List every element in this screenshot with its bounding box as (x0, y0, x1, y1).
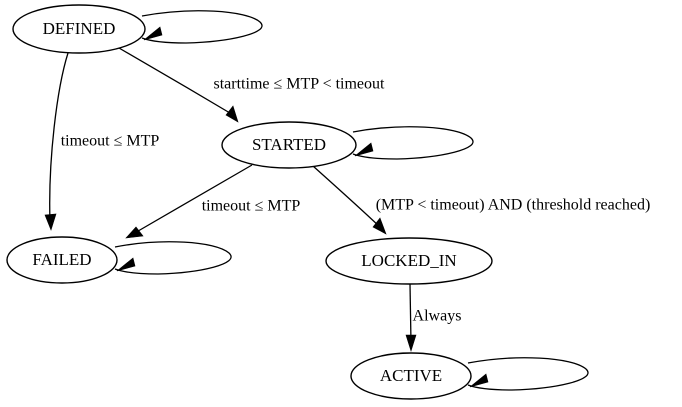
node-locked-in-label: LOCKED_IN (361, 251, 456, 270)
node-failed[interactable]: FAILED (6, 236, 118, 284)
node-active[interactable]: ACTIVE (350, 352, 472, 400)
node-started[interactable]: STARTED (221, 121, 357, 169)
edge-defined-to-failed (44, 52, 69, 231)
arrowhead-active-loop (469, 373, 489, 388)
edge-label-started-to-failed: timeout ≤ MTP (202, 198, 301, 215)
edge-started-to-failed (125, 164, 253, 239)
node-failed-shape[interactable] (6, 236, 118, 284)
self-loop-active (467, 357, 589, 391)
node-defined-shape[interactable] (12, 4, 146, 54)
self-loop-started (352, 126, 474, 160)
node-locked-in-shape[interactable] (325, 237, 493, 285)
arrowhead-started-to-failed (125, 226, 144, 239)
edge-locked-in-to-active (405, 283, 417, 353)
arrowhead-defined-loop (143, 26, 163, 41)
node-defined-label: DEFINED (43, 19, 116, 38)
self-loop-failed (114, 241, 232, 275)
edge-defined-to-started (118, 47, 239, 123)
edge-started-to-locked-in (312, 165, 387, 235)
arrowhead-locked-in-to-active (405, 334, 417, 353)
node-failed-label: FAILED (32, 250, 91, 269)
node-active-label: ACTIVE (380, 366, 442, 385)
node-active-shape[interactable] (350, 352, 472, 400)
self-loop-defined (141, 10, 263, 44)
arrowhead-failed-loop (116, 257, 136, 272)
arrowhead-defined-to-started (225, 105, 239, 123)
node-locked-in[interactable]: LOCKED_IN (325, 237, 493, 285)
node-started-shape[interactable] (221, 121, 357, 169)
node-started-label: STARTED (252, 135, 326, 154)
edge-label-defined-to-failed: timeout ≤ MTP (61, 133, 160, 150)
edge-label-defined-to-started: starttime ≤ MTP < timeout (214, 76, 386, 93)
arrowhead-started-to-locked-in (372, 217, 387, 235)
arrowhead-started-loop (354, 142, 374, 157)
arrowhead-defined-to-failed (44, 213, 57, 231)
node-defined[interactable]: DEFINED (12, 4, 146, 54)
edge-label-started-to-locked-in: (MTP < timeout) AND (threshold reached) (376, 197, 651, 214)
edge-label-locked-in-to-active: Always (413, 308, 462, 325)
